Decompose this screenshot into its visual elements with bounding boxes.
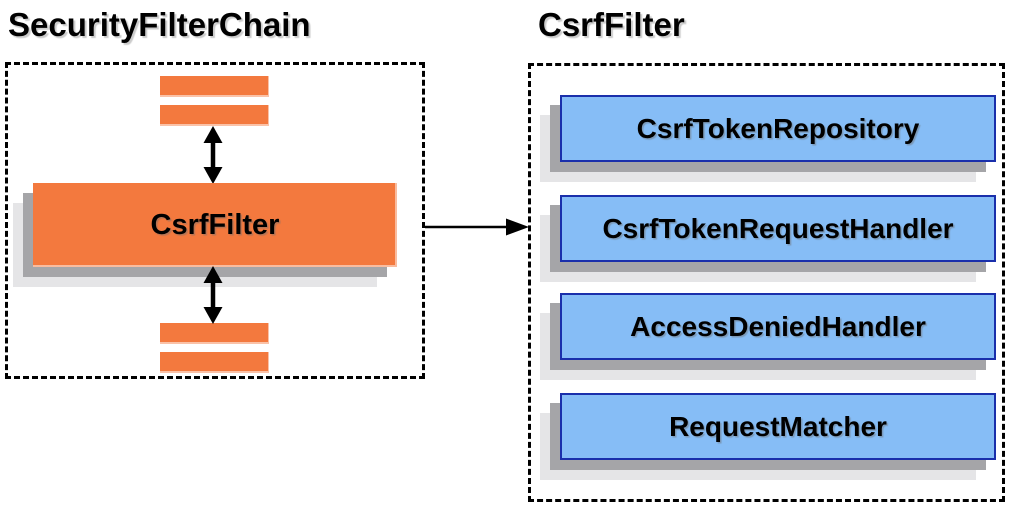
filter-placeholder-bar [160,76,269,97]
component-label: AccessDeniedHandler [630,310,926,342]
security-filter-chain-container [5,62,425,379]
component-label: CsrfTokenRequestHandler [602,212,954,244]
csrf-filter-title: CsrfFilter [538,6,685,43]
component-csrf-token-request-handler: CsrfTokenRequestHandler [560,195,996,262]
component-label: CsrfTokenRepository [636,112,920,144]
component-csrf-token-repository: CsrfTokenRepository [560,95,996,162]
arrow-right-icon [425,218,529,236]
csrf-filter-container [528,63,1005,502]
component-request-matcher: RequestMatcher [560,393,996,460]
security-filter-chain-title: SecurityFilterChain [8,6,311,43]
component-access-denied-handler: AccessDeniedHandler [560,293,996,360]
filter-placeholder-bar [160,105,269,126]
double-arrow-icon [203,266,223,324]
component-label: RequestMatcher [669,410,887,442]
filter-placeholder-bar [160,323,269,344]
filter-placeholder-bar [160,352,269,373]
csrf-filter-node: CsrfFilter [33,183,397,267]
double-arrow-icon [203,126,223,184]
csrf-filter-label: CsrfFilter [150,208,280,241]
